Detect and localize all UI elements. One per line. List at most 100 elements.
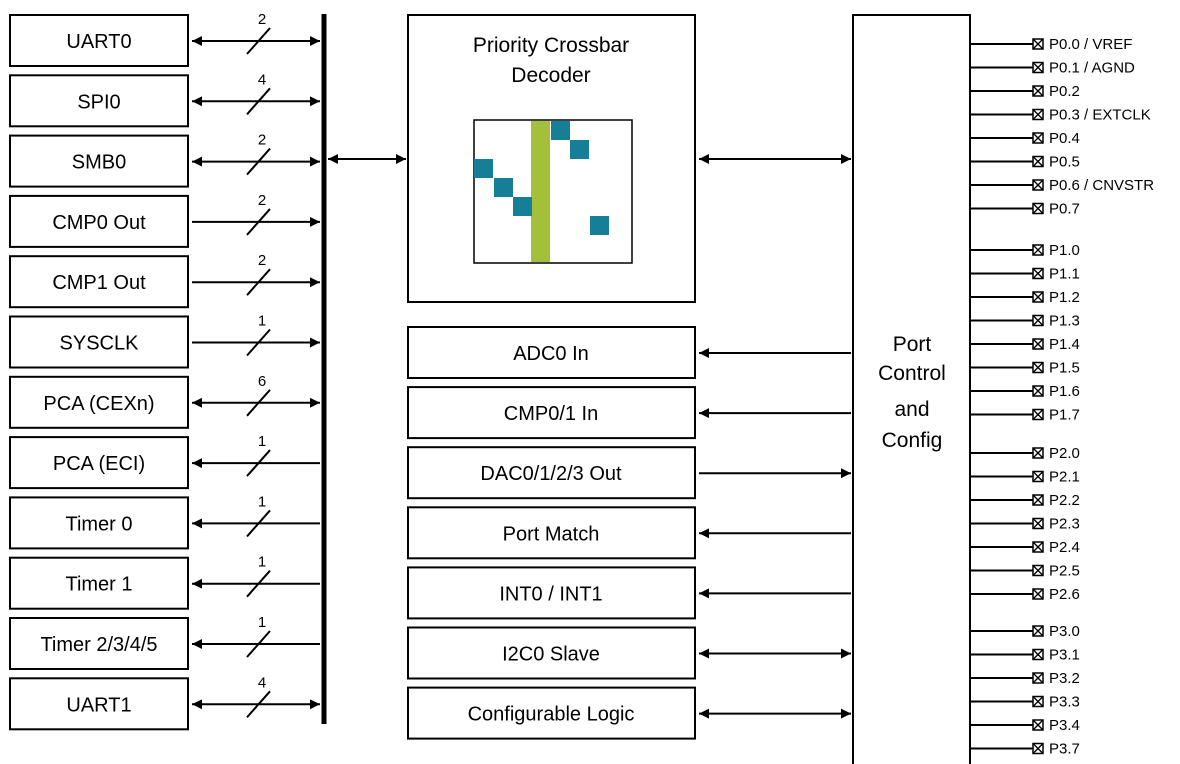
port-control-line2: Control — [878, 362, 946, 385]
pin-label: P3.3 — [1049, 694, 1080, 711]
peripheral-label: UART0 — [66, 31, 131, 53]
pin-P1.6: P1.6 — [970, 383, 1080, 400]
bus-width-label: 6 — [258, 373, 266, 390]
port-control-line4: Config — [882, 429, 943, 452]
peripheral-box — [9, 556, 189, 610]
bus-width-slash — [246, 389, 271, 417]
peripheral-box — [9, 74, 189, 128]
matrix-priority-bar — [531, 121, 550, 262]
peripheral-box — [9, 315, 189, 369]
bus-width-label: 2 — [258, 192, 266, 209]
pin-label: P2.1 — [1049, 469, 1080, 486]
pin-pad-cross — [1032, 447, 1044, 459]
pin-pad-cross — [1032, 362, 1044, 373]
function-label: CMP0/1 In — [504, 403, 598, 425]
pin-label: P0.7 — [1049, 201, 1080, 218]
matrix-cell — [513, 197, 532, 216]
peripheral-label: CMP1 Out — [52, 272, 146, 294]
bus-width-slash — [246, 630, 271, 658]
pin-pad-cross — [1032, 179, 1044, 191]
pin-P2.4: P2.4 — [970, 539, 1080, 556]
pin-pad-cross — [1032, 743, 1044, 754]
pin-label: P3.2 — [1049, 670, 1080, 687]
function-label: Port Match — [503, 523, 600, 545]
pin-P3.2: P3.2 — [970, 670, 1080, 687]
function-block-4: INT0 / INT1 — [407, 566, 851, 620]
pin-pad-cross — [1032, 719, 1044, 731]
bus-width-label: 1 — [258, 493, 266, 510]
port-control-line3: and — [894, 398, 929, 421]
peripheral-8: Timer 01 — [9, 493, 320, 550]
pin-label: P1.6 — [1049, 383, 1080, 400]
bus-width-slash — [246, 27, 271, 55]
bus-width-slash — [246, 449, 271, 477]
pin-P2.5: P2.5 — [970, 563, 1080, 580]
pin-P1.3: P1.3 — [970, 313, 1080, 330]
matrix-cell — [590, 216, 609, 235]
pin-label: P1.2 — [1049, 289, 1080, 306]
function-block-6: Configurable Logic — [407, 686, 851, 740]
pin-P2.6: P2.6 — [970, 586, 1080, 603]
bus-width-slash — [246, 268, 271, 296]
pin-P3.3: P3.3 — [970, 694, 1080, 711]
peripheral-10: Timer 2/3/4/51 — [9, 614, 320, 670]
pin-label: P2.5 — [1049, 563, 1080, 580]
function-label: I2C0 Slave — [502, 644, 600, 666]
crossbar-title-line2: Decoder — [511, 64, 590, 87]
bus-width-label: 1 — [258, 313, 266, 330]
pin-pad-cross — [1032, 38, 1044, 50]
function-label: Configurable Logic — [468, 704, 635, 726]
peripheral-box — [9, 375, 189, 429]
pin-pad-cross — [1032, 244, 1044, 256]
peripheral-box — [9, 194, 189, 248]
pin-pad-cross — [1032, 315, 1044, 326]
crossbar-title-line1: Priority Crossbar — [473, 34, 629, 57]
port-control-config: Port Control and Config — [852, 14, 971, 764]
pin-pad-cross — [1032, 203, 1044, 214]
pin-pad-cross — [1032, 409, 1044, 420]
pin-label: P3.0 — [1049, 623, 1080, 640]
pin-pad-cross — [1032, 471, 1044, 482]
bus-width-label: 4 — [258, 674, 266, 691]
pin-P1.0: P1.0 — [970, 242, 1080, 259]
pin-label: P0.6 / CNVSTR — [1049, 177, 1154, 194]
pin-P1.5: P1.5 — [970, 360, 1080, 377]
pin-label: P0.1 / AGND — [1049, 60, 1135, 77]
bus-width-slash — [246, 208, 271, 236]
pin-label: P0.0 / VREF — [1049, 36, 1132, 53]
pin-label: P1.3 — [1049, 313, 1080, 330]
function-box — [407, 386, 696, 440]
peripheral-box — [9, 134, 189, 188]
pin-label: P1.0 — [1049, 242, 1080, 259]
pin-pad-cross — [1032, 696, 1044, 707]
peripheral-9: Timer 11 — [9, 554, 320, 610]
port-control-box — [852, 14, 971, 764]
pin-label: P2.6 — [1049, 586, 1080, 603]
peripheral-label: Timer 2/3/4/5 — [40, 634, 157, 656]
pin-P0.4: P0.4 — [970, 130, 1080, 147]
pin-pad-cross — [1032, 291, 1044, 303]
pin-label: P3.1 — [1049, 647, 1080, 664]
pin-label: P0.3 / EXTCLK — [1049, 107, 1151, 124]
bus-width-slash — [246, 690, 271, 718]
pin-P0.6: P0.6 / CNVSTR — [970, 177, 1154, 194]
pin-label: P3.7 — [1049, 741, 1080, 758]
peripheral-box — [9, 255, 189, 309]
function-label: DAC0/1/2/3 Out — [480, 463, 622, 485]
function-box — [407, 566, 696, 620]
function-box — [407, 686, 696, 740]
pin-P0.7: P0.7 — [970, 201, 1080, 218]
pin-P1.1: P1.1 — [970, 266, 1080, 283]
peripheral-label: Timer 1 — [65, 574, 132, 596]
pin-label: P1.5 — [1049, 360, 1080, 377]
peripheral-label: PCA (CEXn) — [43, 393, 154, 415]
pin-pad-cross — [1032, 109, 1044, 120]
matrix-cell — [551, 121, 570, 140]
